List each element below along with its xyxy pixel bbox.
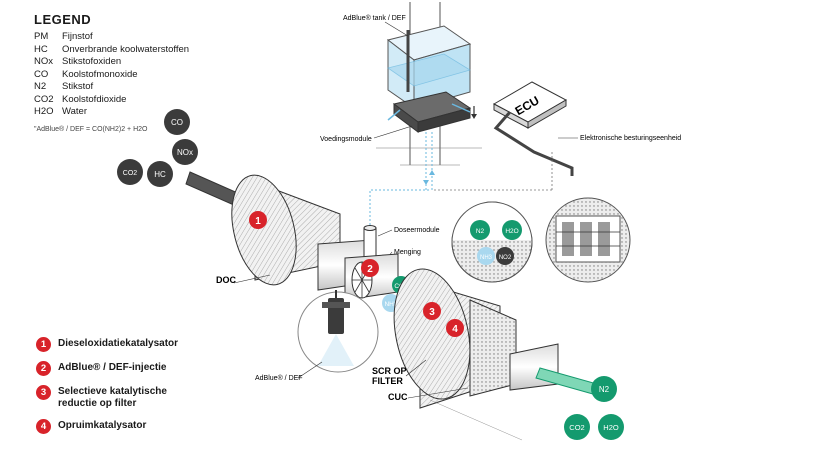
number-badge: 1 [36, 337, 51, 352]
legend-title: LEGEND [34, 12, 92, 27]
reaction-zoom-1: N2 H2O NH3 NO2 [451, 201, 533, 283]
cuc-label: CUC [388, 392, 408, 402]
svg-text:H2O: H2O [603, 423, 619, 432]
def-spray-label: AdBlue® / DEF [255, 374, 303, 382]
molecule-no2-zoom [496, 247, 514, 265]
molecule-co [164, 109, 190, 135]
svg-text:2: 2 [367, 264, 373, 275]
marker-4 [446, 319, 464, 337]
dosing-module [363, 225, 377, 259]
svg-text:3: 3 [429, 307, 435, 318]
mixing-label: Menging [394, 249, 421, 256]
svg-text:NO2: NO2 [499, 255, 512, 261]
doc-catalyst [231, 174, 373, 291]
marker-1 [249, 211, 267, 229]
adblue-formula: "AdBlue® / DEF = CO(NH2)2 + H2O [34, 125, 148, 133]
svg-text:N2: N2 [599, 385, 610, 394]
svg-text:H2O: H2O [505, 228, 518, 235]
molecule-hc [147, 161, 173, 187]
svg-text:NOx: NOx [177, 148, 193, 157]
outlet-molecules: N2 CO2 H2O [564, 376, 624, 440]
molecule-nh3-zoom [477, 247, 495, 265]
scr-label-line2: FILTER [372, 376, 403, 386]
svg-text:HC: HC [154, 170, 166, 179]
number-badge: 2 [36, 361, 51, 376]
ecu-unit: ECU [432, 81, 574, 191]
supply-module-label: Voedingsmodule [320, 136, 372, 143]
svg-text:NH3: NH3 [480, 255, 493, 261]
molecule-n2-out [591, 376, 617, 402]
marker-3 [423, 302, 441, 320]
svg-text:CO: CO [171, 118, 183, 127]
supply-module [387, 91, 472, 133]
molecule-co2-out [564, 414, 590, 440]
dosing-label: Doseermodule [394, 227, 440, 234]
svg-text:CO2: CO2 [123, 170, 138, 177]
molecule-co2 [117, 159, 143, 185]
svg-text:CO2: CO2 [569, 423, 584, 432]
marker-2 [361, 259, 379, 277]
svg-text:1: 1 [255, 216, 261, 227]
cuc-catalyst [469, 299, 605, 397]
number-badge: 3 [36, 385, 51, 400]
ecu-desc-label: Elektronische besturingseenheid [580, 135, 681, 142]
molecule-h2o-out [598, 414, 624, 440]
svg-text:N2: N2 [476, 228, 485, 235]
doc-label: DOC [216, 275, 237, 285]
tank-label: AdBlue® tank / DEF [343, 14, 406, 22]
reaction-zoom-2 [545, 197, 631, 283]
molecule-n2-zoom [470, 220, 490, 240]
scr-label-line1: SCR OP [372, 366, 407, 376]
inlet-molecules: CO NOx CO2 HC [117, 109, 198, 187]
number-badge: 4 [36, 419, 51, 434]
injector-zoom [297, 290, 379, 373]
svg-text:NH3: NH3 [384, 301, 397, 308]
molecule-nox [172, 139, 198, 165]
mixer [344, 253, 399, 301]
molecule-h2o-zoom [502, 220, 522, 240]
adblue-tank [386, 2, 472, 165]
svg-text:4: 4 [452, 324, 458, 335]
